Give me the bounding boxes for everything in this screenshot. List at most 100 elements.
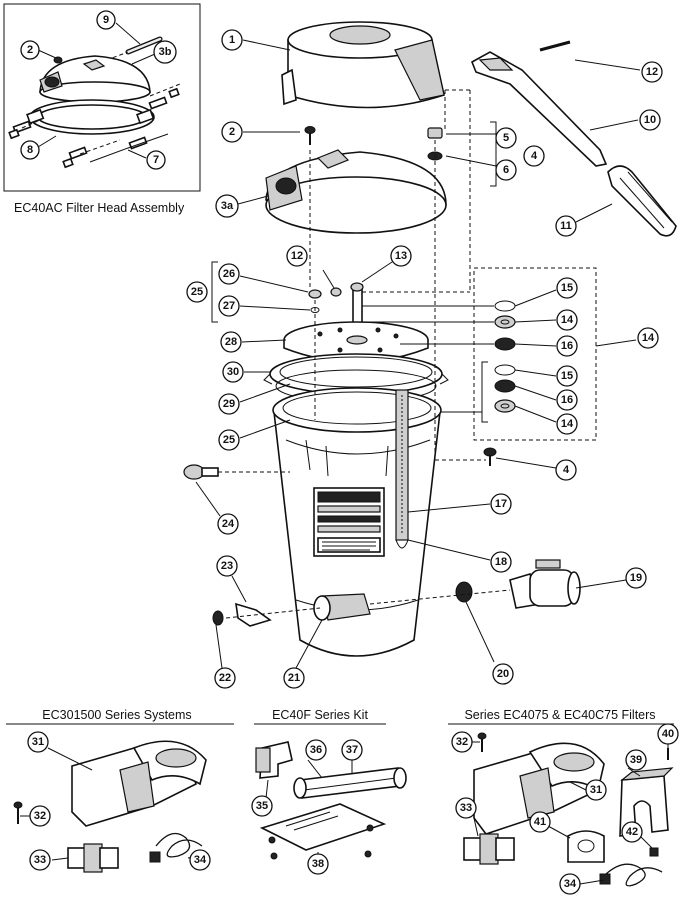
- svg-text:9: 9: [103, 14, 109, 26]
- filter-head-part: [265, 149, 447, 234]
- svg-text:30: 30: [227, 366, 239, 378]
- callout: 28: [220, 331, 242, 353]
- callout: 35: [251, 795, 273, 817]
- svg-text:31: 31: [590, 784, 602, 796]
- callout: 4: [523, 145, 545, 167]
- svg-text:1: 1: [229, 34, 235, 46]
- svg-text:17: 17: [495, 498, 507, 510]
- svg-text:10: 10: [644, 114, 656, 126]
- callout: 5: [495, 127, 517, 149]
- valve-part: [509, 559, 581, 609]
- screw-part: [304, 126, 316, 145]
- callout: 2: [221, 121, 243, 143]
- callout: 10: [639, 109, 661, 131]
- callout: 24: [217, 513, 239, 535]
- inset-title: EC40AC Filter Head Assembly: [14, 201, 185, 215]
- callout: 25: [186, 281, 208, 303]
- svg-text:5: 5: [503, 132, 509, 144]
- section-title: Series EC4075 & EC40C75 Filters: [464, 708, 655, 722]
- callout: 38: [307, 853, 329, 875]
- callout: 16: [556, 335, 578, 357]
- inset-border: [3, 3, 201, 192]
- svg-text:12: 12: [291, 250, 303, 262]
- union-part: [67, 843, 119, 873]
- svg-text:40: 40: [662, 728, 674, 740]
- callout: 6: [495, 159, 517, 181]
- callout: 25: [218, 429, 240, 451]
- callout: 27: [218, 295, 240, 317]
- callout: 15: [556, 365, 578, 387]
- stand-part: [619, 767, 674, 837]
- svg-text:36: 36: [310, 744, 322, 756]
- svg-text:38: 38: [312, 858, 324, 870]
- callout: 12: [286, 245, 308, 267]
- svg-text:25: 25: [191, 286, 203, 298]
- callout: 22: [214, 667, 236, 689]
- svg-text:16: 16: [561, 394, 573, 406]
- knob-part: [308, 289, 322, 299]
- elbow-part: [255, 741, 293, 779]
- gasket-plate-part: [567, 830, 605, 863]
- svg-text:26: 26: [223, 268, 235, 280]
- svg-text:11: 11: [560, 220, 572, 232]
- washer-stack-part: [494, 300, 516, 413]
- svg-text:14: 14: [642, 332, 655, 344]
- svg-text:25: 25: [223, 434, 235, 446]
- svg-text:37: 37: [346, 744, 358, 756]
- nut-washer-part: [427, 127, 443, 161]
- svg-text:15: 15: [561, 282, 573, 294]
- svg-text:35: 35: [256, 800, 268, 812]
- cord-part: [605, 863, 663, 887]
- inset-callout: 9: [96, 10, 116, 30]
- callout: 29: [218, 393, 240, 415]
- svg-text:31: 31: [32, 736, 44, 748]
- svg-text:19: 19: [630, 572, 642, 584]
- svg-text:33: 33: [34, 854, 46, 866]
- callout: 18: [490, 551, 512, 573]
- bolt-part: [483, 447, 497, 466]
- callout: 1: [221, 29, 243, 51]
- callout: 31: [585, 779, 607, 801]
- svg-text:32: 32: [456, 736, 468, 748]
- callout: 42: [621, 821, 643, 843]
- callout: 33: [29, 849, 51, 871]
- svg-text:6: 6: [503, 164, 509, 176]
- hose-part: [299, 767, 401, 799]
- callout: 16: [556, 389, 578, 411]
- grip-part: [607, 165, 677, 237]
- inset-callout: 2: [20, 40, 40, 60]
- svg-text:22: 22: [219, 672, 231, 684]
- gasket-part: [263, 353, 449, 395]
- svg-text:14: 14: [561, 418, 574, 430]
- svg-text:20: 20: [497, 668, 509, 680]
- section-ec40f: EC40F Series Kit 36 37 35 38: [251, 708, 407, 875]
- callout: 31: [27, 731, 49, 753]
- inset-callout: 8: [20, 140, 40, 160]
- section-title: EC40F Series Kit: [272, 708, 368, 722]
- callout: 37: [341, 739, 363, 761]
- o-ring-part: [455, 581, 473, 603]
- drain-plug-part: [212, 602, 272, 627]
- callout: 32: [451, 731, 473, 753]
- inset-panel: 9 2 3b 8 7: [3, 3, 201, 192]
- callout: 39: [625, 749, 647, 771]
- section-ec301500: EC301500 Series Systems 31 32 33 34: [6, 708, 234, 873]
- callout: 33: [455, 797, 477, 819]
- bolt-set-part: [8, 56, 180, 169]
- callout: 13: [390, 245, 412, 267]
- svg-text:34: 34: [194, 854, 207, 866]
- svg-text:15: 15: [561, 370, 573, 382]
- callout: 14: [556, 413, 578, 435]
- callout: 20: [492, 663, 514, 685]
- handle-part: [470, 51, 608, 167]
- callout: 12: [641, 61, 663, 83]
- svg-text:27: 27: [223, 300, 235, 312]
- gauge-part: [183, 464, 219, 480]
- svg-text:3b: 3b: [159, 46, 172, 58]
- inset-callout: 7: [146, 150, 166, 170]
- union-part: [463, 833, 515, 865]
- svg-text:4: 4: [531, 150, 538, 162]
- svg-text:42: 42: [626, 826, 638, 838]
- callout: 34: [559, 873, 581, 895]
- main-assembly: 1 2 3a 4 5 6 12 10 11 12 13 26 27 25 28 …: [183, 21, 677, 689]
